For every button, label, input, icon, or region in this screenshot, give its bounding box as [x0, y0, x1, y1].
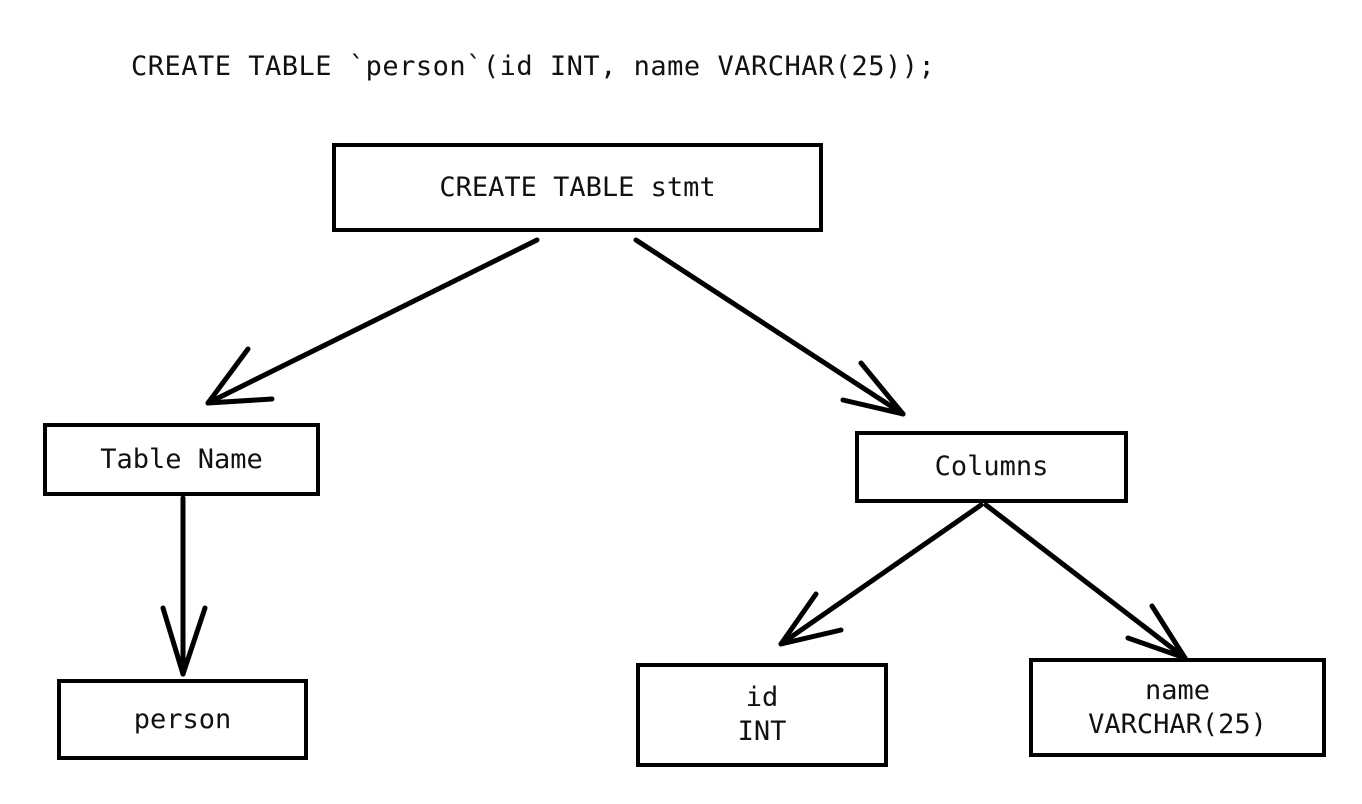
edge-columns-to-col-name — [983, 502, 1188, 661]
node-table-name[interactable]: Table Name — [43, 423, 320, 496]
node-person[interactable]: person — [57, 679, 308, 760]
edge-root-to-table-name — [205, 237, 540, 406]
node-column-id-type: INT — [737, 716, 787, 747]
node-column-id[interactable]: id INT — [636, 663, 888, 767]
node-person-line1: person — [133, 703, 232, 735]
node-create-table-stmt[interactable]: CREATE TABLE stmt — [332, 143, 823, 232]
node-column-id-name: id — [745, 682, 779, 713]
sql-statement-caption: CREATE TABLE `person`(id INT, name VARCH… — [131, 51, 936, 82]
node-column-name-type: VARCHAR(25) — [1088, 708, 1267, 740]
edge-table-name-to-person — [160, 495, 208, 677]
node-column-name-name: name — [1144, 674, 1211, 706]
node-table-name-line1: Table Name — [100, 443, 263, 475]
edge-columns-to-col-id — [778, 502, 984, 647]
node-columns[interactable]: Columns — [855, 431, 1128, 503]
edge-root-to-columns — [633, 237, 906, 417]
node-columns-line1: Columns — [934, 451, 1049, 482]
node-root-line1: CREATE TABLE stmt — [439, 171, 716, 203]
node-column-name[interactable]: name VARCHAR(25) — [1029, 658, 1326, 757]
